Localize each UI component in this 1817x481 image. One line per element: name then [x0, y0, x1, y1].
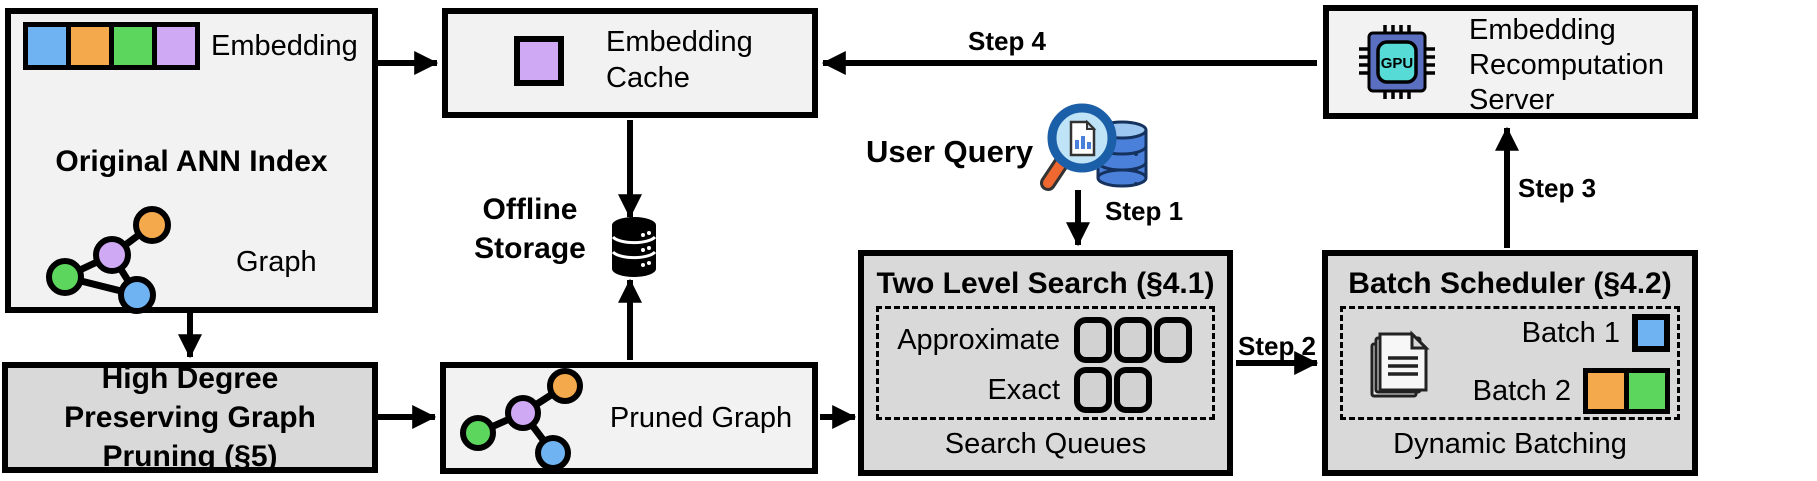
- step-3-label: Step 3: [1518, 173, 1597, 203]
- dynamic-batching-group: [1340, 306, 1680, 420]
- embedding-cache-title: Embedding Cache: [606, 26, 753, 94]
- batch-1-item-blue: [1632, 314, 1670, 352]
- approximate-queue-slots: [1074, 317, 1206, 363]
- exact-queue-row: Exact: [885, 365, 1206, 415]
- embedding-cell-purple: [157, 27, 195, 65]
- graph-pruning-box: High Degree Preserving Graph Pruning (§5…: [2, 362, 378, 473]
- approximate-queue-row: Approximate: [885, 315, 1206, 365]
- graph-icon: [46, 206, 171, 314]
- approximate-label: Approximate: [897, 324, 1060, 356]
- recomputation-server-box: GPU Embedding Recomputation Server: [1323, 5, 1698, 119]
- batch-scheduler-box: Batch Scheduler (§4.2) Batch 1 Batch 2 D…: [1322, 250, 1698, 476]
- graph-label: Graph: [236, 246, 317, 278]
- queue-slot: [1114, 367, 1152, 413]
- gpu-chip-icon: GPU: [1359, 25, 1435, 99]
- cached-embedding-icon: [514, 36, 564, 86]
- step-4-label: Step 4: [967, 26, 1047, 56]
- search-queues-label: Search Queues: [944, 428, 1147, 460]
- batch-2-item-orange: [1588, 373, 1624, 409]
- embedding-vector-icon: [23, 22, 200, 70]
- queue-slot: [1074, 317, 1112, 363]
- two-level-search-title: Two Level Search (§4.1): [876, 267, 1215, 300]
- batch-scheduler-title: Batch Scheduler (§4.2): [1348, 267, 1672, 300]
- search-queues-group: Approximate Exact: [876, 306, 1215, 420]
- user-query-label: User Query: [866, 134, 1034, 169]
- queue-slot: [1154, 317, 1192, 363]
- embedding-cell-green: [114, 27, 152, 65]
- queue-slot: [1074, 367, 1112, 413]
- pruned-graph-box: Pruned Graph: [440, 362, 818, 474]
- two-level-search-box: Two Level Search (§4.1) Approximate Exac…: [858, 250, 1233, 476]
- original-ann-index-title: Original ANN Index: [55, 145, 328, 178]
- pruned-graph-icon: [460, 368, 583, 468]
- original-ann-index-box: Embedding Original ANN Index Graph: [5, 8, 378, 314]
- query-search-icon: [1040, 103, 1148, 191]
- batch-1-label: Batch 1: [1521, 317, 1620, 349]
- dynamic-batching-label: Dynamic Batching: [1393, 428, 1627, 460]
- embedding-cell-orange: [71, 27, 109, 65]
- gpu-chip-label: GPU: [1381, 55, 1414, 72]
- embedding-cell-blue: [28, 27, 66, 65]
- recomputation-server-title: Embedding Recomputation Server: [1469, 14, 1665, 116]
- step-2-label: Step 2: [1237, 331, 1317, 361]
- offline-storage-label: Offline Storage: [474, 193, 586, 265]
- batch-1-row: Batch 1: [1522, 314, 1670, 352]
- queue-slot: [1114, 317, 1152, 363]
- batch-2-label: Batch 2: [1472, 375, 1571, 407]
- pruned-graph-label: Pruned Graph: [609, 402, 793, 434]
- batch-2-item-green: [1629, 373, 1665, 409]
- batch-2-row: Batch 2: [1473, 368, 1670, 414]
- exact-label: Exact: [987, 374, 1060, 406]
- graph-pruning-title: High Degree Preserving Graph Pruning (§5…: [64, 362, 316, 473]
- embedding-label: Embedding: [211, 30, 358, 62]
- exact-queue-slots: [1074, 367, 1206, 413]
- documents-icon: [1370, 330, 1430, 398]
- batch-2-items: [1583, 368, 1670, 414]
- database-icon: [611, 217, 657, 277]
- step-1-label: Step 1: [1105, 196, 1184, 226]
- embedding-cache-box: Embedding Cache: [442, 8, 818, 118]
